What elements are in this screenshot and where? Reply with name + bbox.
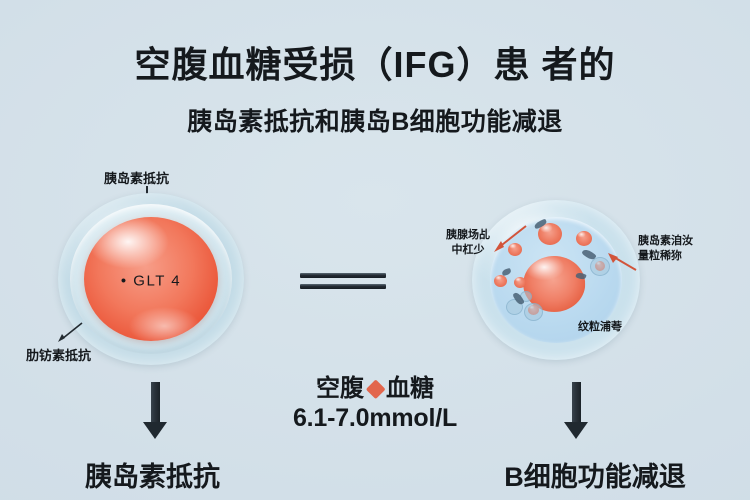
- right-cell-right-label: 胰岛素洎汝 量粒稀狝: [638, 234, 693, 264]
- right-cell-left-pointer-icon: [494, 225, 527, 252]
- right-cell-nucleus: [523, 255, 586, 312]
- vesicle: [590, 257, 610, 276]
- equals-bar-bottom: [300, 284, 386, 289]
- right-cell-right-label-line1: 胰岛素洎汝: [638, 235, 693, 247]
- vesicle: [524, 303, 543, 321]
- equals-bar-top: [300, 273, 386, 278]
- fbg-label-before: 空腹: [316, 375, 364, 402]
- organelle-flake: [501, 267, 512, 277]
- page-subtitle: 胰岛素抵抗和胰岛B细胞功能减退: [187, 108, 563, 136]
- left-cell-bottom-label: 肋钫素抵抗: [26, 348, 92, 363]
- left-down-arrow-icon: [143, 382, 167, 439]
- right-cell-bottom-label: 纹粒浦荂: [578, 321, 622, 333]
- fasting-glucose-value: 6.1-7.0mmol/L: [292, 404, 458, 432]
- right-cell-diagram: [472, 200, 640, 360]
- fbg-label-after: 血糖: [386, 375, 434, 402]
- right-cell-left-label: 胰腺场乩 中杠少: [446, 228, 490, 258]
- right-conclusion-text: B细胞功能减退: [504, 462, 686, 492]
- left-cell-nucleus: • GLT 4: [84, 217, 218, 341]
- right-down-arrow-icon: [564, 382, 588, 439]
- right-cell-left-label-line1: 胰腺场乩: [446, 229, 490, 241]
- page-title: 空腹血糖受损（IFG）患 者的: [134, 44, 616, 85]
- right-cell-right-label-line2: 量粒稀狝: [638, 250, 682, 262]
- left-cell-top-label: 胰岛素抵抗: [104, 171, 170, 186]
- granule: [538, 223, 562, 245]
- fasting-glucose-label: 空腹血糖: [262, 368, 488, 403]
- left-cell-bottom-pointer-icon: [58, 322, 83, 342]
- granule: [494, 275, 507, 287]
- glt4-label: • GLT 4: [120, 272, 182, 290]
- right-cell-left-label-line2: 中杠少: [451, 244, 485, 256]
- diamond-icon: [365, 379, 386, 399]
- granule: [514, 277, 526, 288]
- right-cell-cytoplasm: [490, 217, 622, 343]
- right-cell-right-pointer-icon: [608, 253, 637, 271]
- left-cell-diagram: • GLT 4: [58, 193, 244, 365]
- equals-sign-icon: [300, 273, 386, 289]
- granule: [576, 231, 592, 246]
- left-conclusion-text: 胰岛素抵抗: [85, 462, 220, 492]
- granule: [508, 243, 522, 256]
